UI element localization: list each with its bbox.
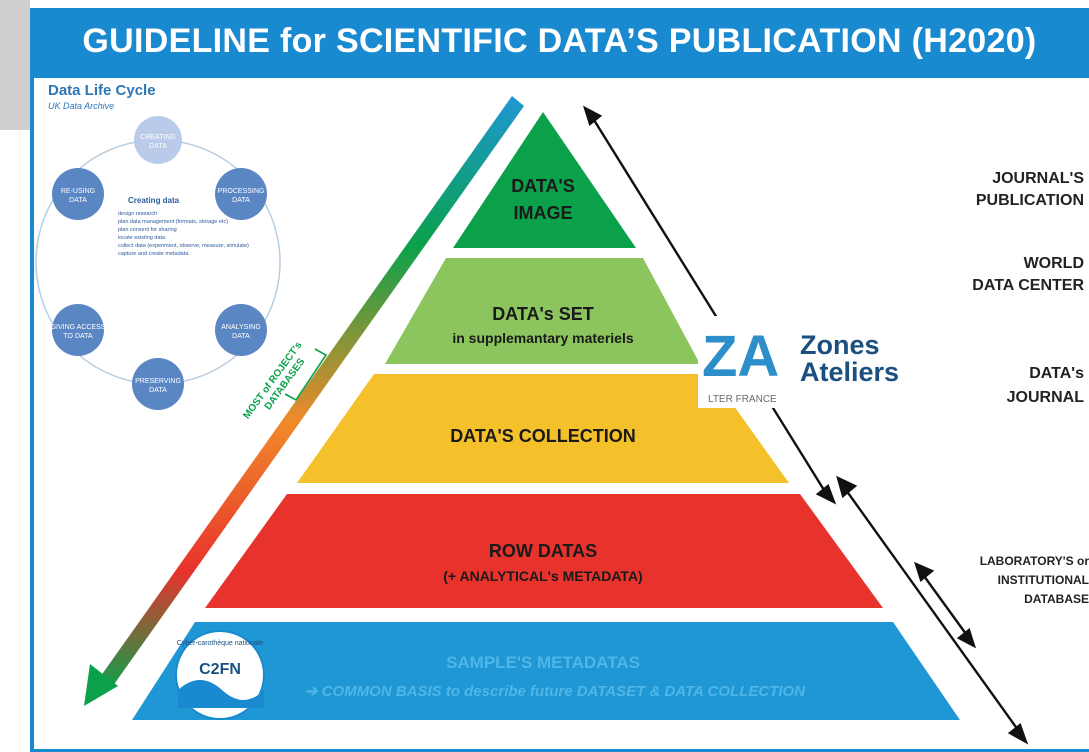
gradient-arrow-head bbox=[84, 664, 118, 706]
lower-scope-arrow bbox=[845, 489, 1019, 731]
zones-sub: LTER FRANCE bbox=[708, 394, 777, 405]
zones-logo-bg bbox=[698, 316, 922, 408]
upper-arrow-head-top bbox=[582, 105, 603, 127]
label-world-data-center-l2: DATA CENTER bbox=[972, 277, 1084, 294]
label-data-journal-l1: DATA's bbox=[1029, 365, 1084, 382]
grey-tab bbox=[0, 0, 30, 130]
label-lab-db-l2: INSTITUTIONAL bbox=[998, 573, 1089, 587]
stage-processing-l2: DATA bbox=[232, 197, 250, 204]
level-sample-line2: ➔ COMMON BASIS to describe future DATASE… bbox=[305, 683, 806, 700]
label-lab-db-l1: LABORATORY'S or bbox=[980, 554, 1089, 568]
pyramid-level-collection bbox=[297, 374, 789, 483]
lower-arrow-head-top bbox=[836, 475, 858, 499]
stage-reusing-l2: DATA bbox=[69, 197, 87, 204]
databases-bracket bbox=[284, 348, 328, 402]
c2fn-text: C2FN bbox=[199, 661, 241, 678]
stage-analysing-l1: ANALYSING bbox=[221, 324, 261, 331]
label-lab-db-l3: DATABASE bbox=[1024, 592, 1089, 606]
stage-preserving-l2: DATA bbox=[149, 387, 167, 394]
upper-scope-arrow bbox=[592, 119, 826, 491]
stage-reusing-l1: RE-USING bbox=[61, 188, 95, 195]
life-cycle-subtitle: UK Data Archive bbox=[48, 101, 115, 111]
level-set-line1: DATA's SET bbox=[492, 304, 594, 324]
zones-ateliers-logo: ZA Zones Ateliers LTER FRANCE bbox=[698, 316, 922, 408]
center-item: locate existing data bbox=[118, 235, 166, 241]
label-world-data-center-l1: WORLD bbox=[1024, 255, 1084, 272]
small-arrow-head-bottom bbox=[956, 627, 977, 649]
level-sample-line1: SAMPLE'S METADATAS bbox=[446, 653, 640, 672]
small-scope-arrow bbox=[923, 575, 967, 635]
life-cycle-title: Data Life Cycle bbox=[48, 82, 156, 99]
label-data-journal-l2: JOURNAL bbox=[1007, 389, 1085, 406]
small-arrow-head-top bbox=[914, 561, 935, 583]
stage-reusing bbox=[52, 168, 104, 220]
zones-line1: Zones bbox=[800, 330, 880, 360]
center-title: Creating data bbox=[128, 196, 180, 205]
stage-analysing bbox=[215, 304, 267, 356]
stage-analysing-l2: DATA bbox=[232, 333, 250, 340]
stage-preserving bbox=[132, 358, 184, 410]
scope-arrows bbox=[582, 105, 1029, 745]
pyramid-level-row-data bbox=[205, 494, 883, 608]
level-collection-line1: DATA'S COLLECTION bbox=[450, 426, 636, 446]
stage-preserving-l1: PRESERVING bbox=[135, 378, 181, 385]
center-item: collect data (experiment, observe, measu… bbox=[118, 243, 249, 249]
stage-creating bbox=[134, 116, 182, 164]
stage-giving-access bbox=[52, 304, 104, 356]
center-item: design research bbox=[118, 211, 157, 217]
center-item: capture and create metadata bbox=[118, 251, 189, 257]
level-image-line1: DATA'S bbox=[511, 176, 575, 196]
stage-creating-l2: DATA bbox=[149, 143, 167, 150]
zones-mark: ZA bbox=[702, 324, 779, 389]
stage-giving-l1: GIVING ACCESS bbox=[51, 324, 106, 331]
level-set-line2: in supplemantary materiels bbox=[452, 330, 634, 346]
pyramid-level-sample-metadata bbox=[132, 622, 960, 720]
label-journal-publication-l1: JOURNAL'S bbox=[992, 170, 1084, 187]
c2fn-wave bbox=[178, 680, 264, 708]
level-row-line1: ROW DATAS bbox=[489, 541, 597, 561]
stage-processing-l1: PROCESSING bbox=[218, 188, 265, 195]
center-item: plan data management (formats, storage e… bbox=[118, 219, 228, 225]
upper-arrow-head-bottom bbox=[815, 484, 837, 505]
stage-creating-l1: CREATING bbox=[140, 134, 176, 141]
gradient-arrow-shaft bbox=[98, 96, 524, 690]
lower-arrow-head-bottom bbox=[1007, 723, 1029, 745]
level-row-line2: (+ ANALYTICAL's METADATA) bbox=[443, 568, 642, 584]
center-item: plan consent for sharing bbox=[118, 227, 177, 233]
label-journal-publication-l2: PUBLICATION bbox=[976, 192, 1084, 209]
life-cycle-diagram: CREATING DATA PROCESSING DATA ANALYSING … bbox=[35, 116, 281, 410]
pyramid-level-set bbox=[385, 258, 700, 364]
stage-processing bbox=[215, 168, 267, 220]
page-title: GUIDELINE for SCIENTIFIC DATA’S PUBLICAT… bbox=[82, 22, 1037, 60]
level-image-line2: IMAGE bbox=[513, 203, 572, 223]
stage-giving-l2: TO DATA bbox=[63, 333, 93, 340]
c2fn-ring-text: Cyber-carothèque nationale bbox=[177, 640, 263, 647]
c2fn-logo: C2FN Cyber-carothèque nationale bbox=[175, 630, 265, 720]
pyramid-level-image bbox=[453, 112, 636, 248]
header-bar: GUIDELINE for SCIENTIFIC DATA’S PUBLICAT… bbox=[30, 8, 1089, 78]
zones-line2: Ateliers bbox=[800, 357, 899, 387]
